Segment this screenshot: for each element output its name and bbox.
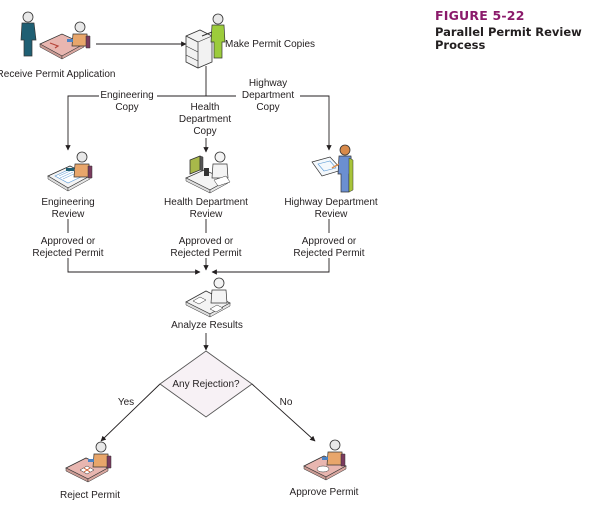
eng-result-label-1: Approved or [41, 236, 96, 247]
health-result-label-1: Approved or [179, 236, 234, 247]
highway-copy-label-2: Department [242, 90, 294, 101]
node-receive-permit-application: Receive Permit Application [0, 11, 115, 80]
approve-permit-label: Approve Permit [290, 487, 359, 498]
receive-permit-label: Receive Permit Application [0, 69, 115, 80]
node-health-department-review: Health Department Review [164, 151, 248, 220]
health-copy-label-1: Health [191, 102, 220, 113]
node-highway-department-review: Highway Department Review [284, 144, 378, 220]
engineer-reviewing-plans-icon [47, 151, 93, 192]
edge-eng-result-merge [67, 258, 201, 275]
highway-result-label-2: Rejected Permit [293, 248, 364, 259]
node-engineering-review: Engineering Review [41, 151, 95, 220]
make-copies-label: Make Permit Copies [225, 39, 315, 50]
node-analyze-results: Analyze Results [171, 277, 243, 331]
health-inspector-at-workstation-icon [185, 151, 231, 194]
highway-copy-label-3: Copy [256, 102, 279, 113]
edge-labels: Engineering Copy Health Department Copy … [32, 78, 364, 408]
highway-review-label-1: Highway Department [284, 197, 378, 208]
person-at-copier-icon [185, 13, 226, 69]
highway-worker-holding-blueprint-icon [311, 144, 354, 193]
health-result-label-2: Rejected Permit [170, 248, 241, 259]
node-reject-permit: Reject Permit [60, 441, 120, 501]
node-approve-permit: Approve Permit [290, 439, 359, 498]
edge-highway-result-merge [211, 258, 330, 275]
no-label: No [280, 397, 293, 408]
analyze-results-label: Analyze Results [171, 320, 243, 331]
highway-review-label-2: Review [315, 209, 349, 220]
reject-permit-label: Reject Permit [60, 490, 120, 501]
clerk-approving-permit-icon [303, 439, 347, 481]
health-copy-label-2: Department [179, 114, 231, 125]
figure-title: Parallel Permit Review Process [435, 25, 582, 52]
figure-number: FIGURE 5-22 [435, 8, 525, 23]
engineering-copy-label-2: Copy [115, 102, 138, 113]
yes-label: Yes [118, 397, 134, 408]
edge-yes [100, 383, 161, 442]
eng-result-label-2: Rejected Permit [32, 248, 103, 259]
engineering-review-label-2: Review [52, 209, 86, 220]
decision-label: Any Rejection? [172, 379, 240, 390]
edge-to-engineering [65, 95, 206, 151]
highway-result-label-1: Approved or [302, 236, 357, 247]
figure-caption: FIGURE 5-22 Parallel Permit Review Proce… [435, 8, 595, 52]
clerk-rejecting-permit-icon [65, 441, 112, 483]
health-copy-label-3: Copy [193, 126, 216, 137]
engineering-copy-label-1: Engineering [100, 90, 153, 101]
highway-copy-label-1: Highway [249, 78, 287, 89]
edge-no [251, 383, 316, 442]
health-review-label-1: Health Department [164, 197, 248, 208]
connectors [65, 41, 332, 442]
health-review-label-2: Review [190, 209, 224, 220]
decision-diamond [159, 350, 253, 418]
clerk-receiving-application-icon [20, 11, 91, 60]
analyst-at-desk-icon [185, 277, 231, 318]
engineering-review-label-1: Engineering [41, 197, 94, 208]
node-make-permit-copies: Make Permit Copies [185, 13, 315, 69]
decision-any-rejection: Any Rejection? [159, 350, 253, 418]
